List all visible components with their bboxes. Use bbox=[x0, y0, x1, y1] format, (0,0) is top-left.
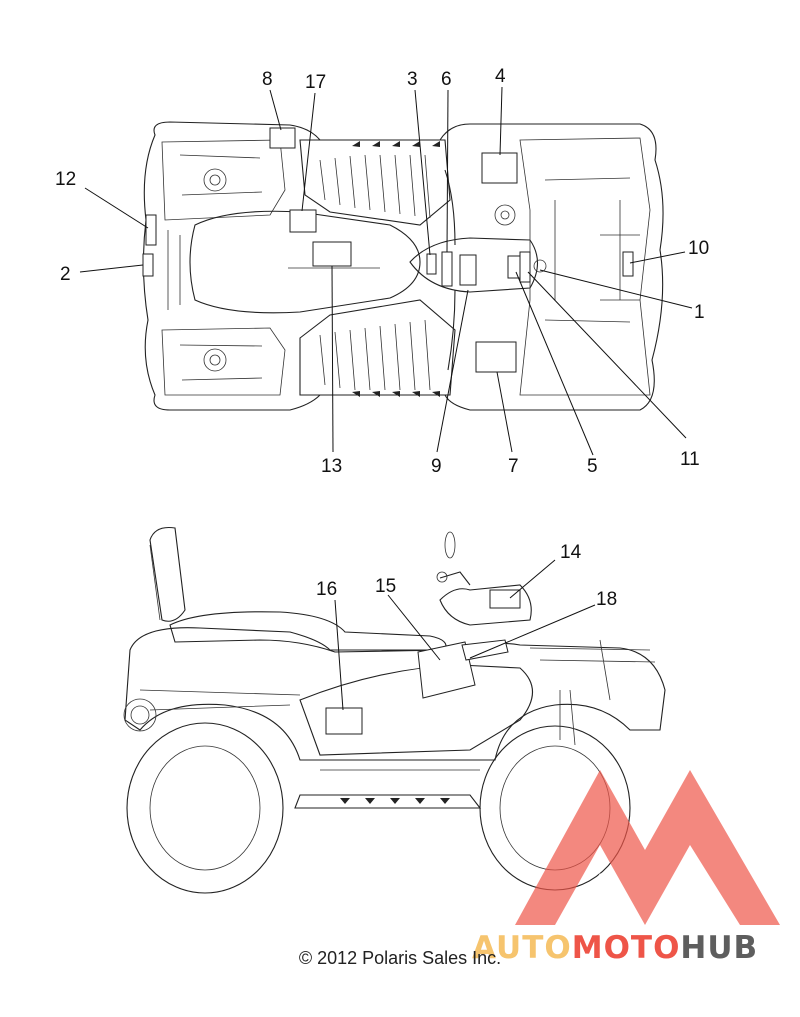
decal-7 bbox=[475, 341, 517, 373]
top-view-leaders bbox=[79, 86, 693, 456]
decal-14 bbox=[489, 589, 521, 609]
callout-9: 9 bbox=[431, 456, 442, 477]
decal-5 bbox=[507, 255, 521, 279]
callout-4: 4 bbox=[495, 66, 506, 87]
decal-9 bbox=[459, 254, 477, 286]
decal-16 bbox=[325, 707, 363, 735]
side-view-leaders bbox=[334, 559, 596, 711]
callout-13: 13 bbox=[321, 456, 342, 477]
top-view-callouts: 8 17 3 6 4 12 2 10 1 11 5 7 9 13 bbox=[55, 66, 709, 477]
decal-10 bbox=[622, 251, 634, 277]
callout-11: 11 bbox=[680, 449, 700, 470]
callout-8: 8 bbox=[262, 69, 273, 90]
decal-11 bbox=[519, 251, 531, 283]
callout-17: 17 bbox=[305, 72, 326, 93]
callout-14: 14 bbox=[560, 542, 582, 563]
decal-2 bbox=[142, 253, 154, 277]
atv-side-view bbox=[123, 526, 666, 894]
callout-5: 5 bbox=[587, 456, 598, 477]
atv-top-view bbox=[142, 121, 664, 411]
decal-3 bbox=[426, 253, 437, 275]
callout-15: 15 bbox=[375, 576, 396, 597]
watermark-moto: MOTO bbox=[571, 930, 681, 966]
top-view-decals bbox=[142, 127, 634, 373]
decal-6 bbox=[441, 251, 453, 287]
callout-1: 1 bbox=[694, 302, 705, 323]
callout-3: 3 bbox=[407, 69, 418, 90]
side-view-decals bbox=[325, 589, 521, 735]
callout-18: 18 bbox=[596, 589, 617, 610]
callout-12: 12 bbox=[55, 169, 76, 190]
copyright-notice: © 2012 Polaris Sales Inc. bbox=[298, 948, 502, 968]
decal-15 bbox=[417, 641, 476, 699]
watermark-text: AUTOMOTOHUB bbox=[472, 930, 758, 966]
callout-16: 16 bbox=[316, 579, 337, 600]
decal-18 bbox=[461, 639, 509, 661]
watermark-auto: AUTO bbox=[472, 930, 572, 966]
side-view-callouts: 14 15 18 16 bbox=[316, 542, 617, 610]
decal-12 bbox=[145, 214, 157, 246]
automotohub-logo-icon bbox=[515, 770, 780, 925]
decal-4 bbox=[481, 152, 518, 184]
decal-13 bbox=[312, 241, 352, 267]
callout-2: 2 bbox=[60, 264, 71, 285]
decal-17 bbox=[289, 209, 317, 233]
watermark-hub: HUB bbox=[680, 930, 759, 966]
decal-8 bbox=[269, 127, 296, 149]
callout-7: 7 bbox=[508, 456, 519, 477]
callout-6: 6 bbox=[441, 69, 452, 90]
callout-10: 10 bbox=[688, 238, 709, 259]
